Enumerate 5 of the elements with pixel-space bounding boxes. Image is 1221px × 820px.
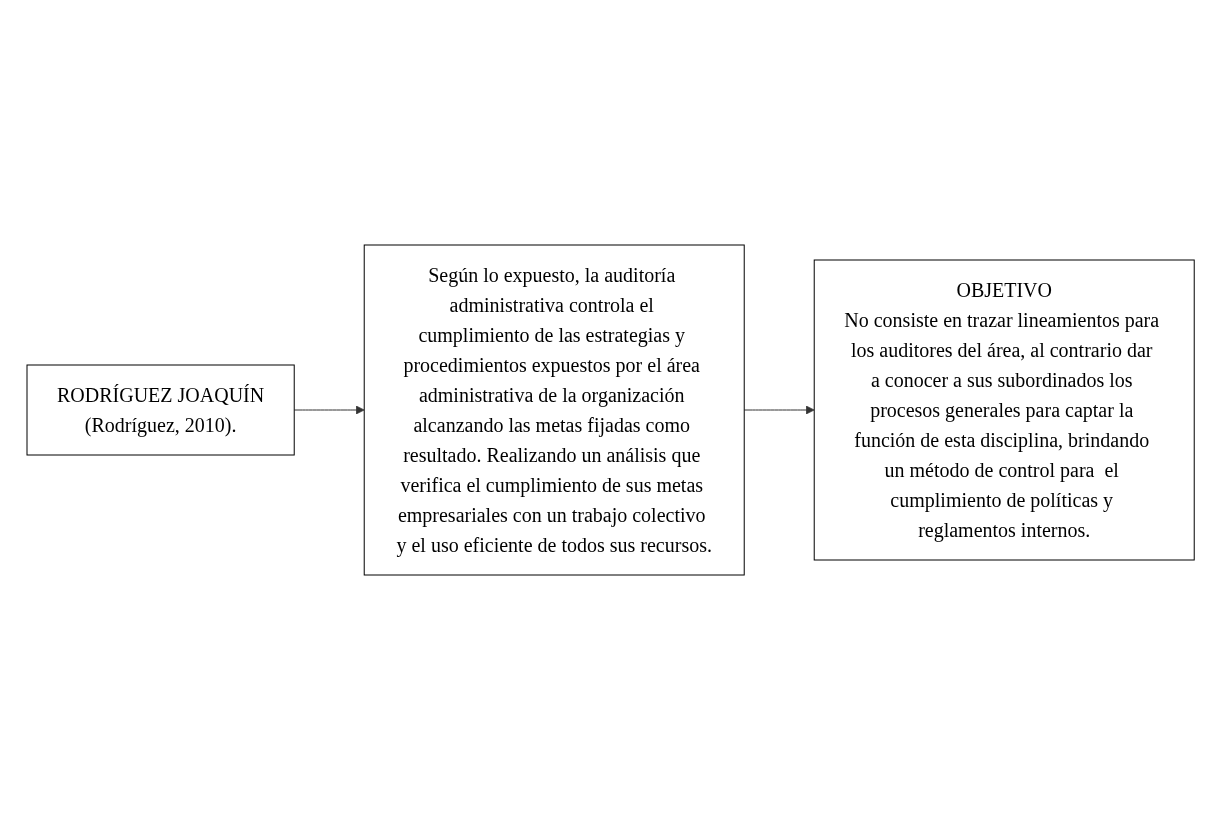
node-box: RODRÍGUEZ JOAQUÍN (Rodríguez, 2010). <box>26 364 295 456</box>
arrow <box>743 405 815 415</box>
node-box: Según lo expuesto, la auditoría administrativa controla el cumplimiento de las estrategias y procedimientos expuestos por el área administrativa de la organización alcanzando las metas fijadas como resultado. Realizando un análisis que verifica el cumplimiento de sus metas empresariales con un trabajo colectivo y el uso eficiente de todos sus recursos. <box>363 244 745 576</box>
arrow <box>293 405 365 415</box>
node-box: OBJETIVO No consiste en trazar lineamientos para los auditores del área, al contrario dar a conocer a sus subordinados los procesos generales para captar la función de esta disciplina, brindando un método de control para el cumplimiento de políticas y reglamentos internos. <box>813 259 1195 561</box>
